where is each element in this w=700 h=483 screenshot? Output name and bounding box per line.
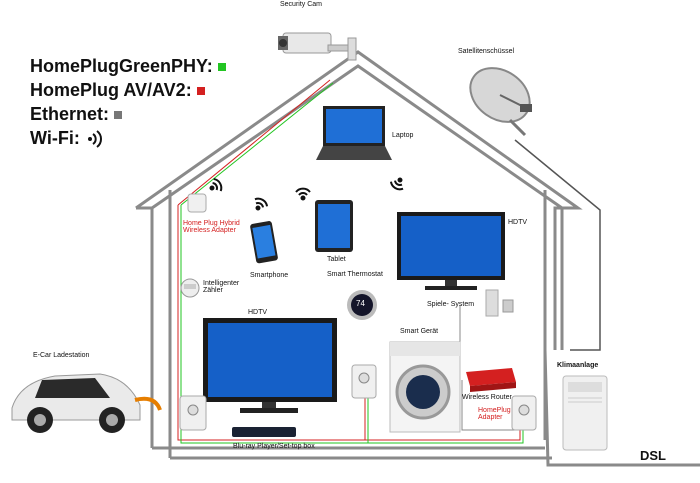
label-homeplug-hybrid: Home Plug Hybrid Wireless Adapter [183, 220, 240, 234]
legend-item-homeplug-av: HomePlug AV/AV2: [30, 80, 205, 101]
legend-item-wifi: Wi-Fi: [30, 128, 104, 149]
label-spiele-system: Spiele- System [427, 301, 475, 308]
smart-plug-icon [179, 364, 537, 431]
label-laptop: Laptop [392, 132, 414, 139]
label-satellite: Satellitenschüssel [458, 48, 515, 55]
label-hdtv-right: HDTV [508, 219, 528, 226]
label-hdtv-left: HDTV [248, 309, 268, 316]
hdtv-right-icon [397, 212, 505, 290]
label-intelligent-meter: Intelligenter Zähler [203, 280, 240, 294]
label-smart-device: Smart Gerät [400, 328, 439, 335]
label-wireless-router: Wireless Router [462, 394, 512, 401]
security-cam-icon [278, 32, 357, 61]
gray-square-icon [114, 111, 123, 120]
air-conditioner-icon [562, 375, 608, 451]
ethernet-line [514, 139, 601, 351]
house-outline [135, 50, 583, 350]
wireless-router-icon [466, 368, 516, 392]
smart-meter-icon [180, 278, 200, 298]
label-bluray: Blu-ray Player/Set-top box [233, 443, 315, 450]
laptop-icon [316, 106, 392, 160]
legend-item-greenphy: HomePlugGreenPHY: [30, 56, 226, 77]
red-square-icon [196, 87, 205, 96]
label-ecar: E-Car Ladestation [33, 352, 90, 359]
label-tablet: Tablet [327, 256, 346, 263]
washing-machine-icon [389, 341, 461, 433]
greenphy-line [180, 205, 524, 444]
legend-label: Ethernet: [30, 104, 110, 124]
label-security-cam: Security Cam [280, 1, 323, 8]
game-console-icon [485, 289, 514, 317]
house-outline-inner [151, 64, 563, 210]
e-car-icon [11, 373, 162, 433]
label-homeplug-adapter: HomePlug Adapter [478, 407, 511, 421]
smartphone-icon [250, 221, 278, 264]
tablet-icon [315, 200, 353, 252]
bluray-player-icon [232, 427, 296, 437]
dsl-line [543, 349, 700, 467]
label-dsl: DSL [640, 448, 666, 463]
label-smartphone: Smartphone [250, 272, 289, 279]
legend-label: HomePlugGreenPHY: [30, 56, 213, 76]
label-klimaanlage: Klimaanlage [557, 362, 599, 369]
wifi-icon [209, 177, 404, 211]
wifi-icon [87, 130, 102, 149]
legend-label: HomePlug AV/AV2: [30, 80, 192, 100]
homeplug-hybrid-adapter-icon [187, 193, 207, 213]
label-smart-thermostat: Smart Thermostat [327, 271, 383, 278]
legend-label: Wi-Fi: [30, 128, 80, 148]
thermostat-value: 74 [356, 299, 365, 308]
smart-thermostat-icon [347, 290, 377, 320]
hdtv-left-icon [203, 318, 337, 413]
green-square-icon [217, 63, 226, 72]
satellite-dish-icon [469, 67, 532, 137]
legend-item-ethernet: Ethernet: [30, 104, 123, 125]
